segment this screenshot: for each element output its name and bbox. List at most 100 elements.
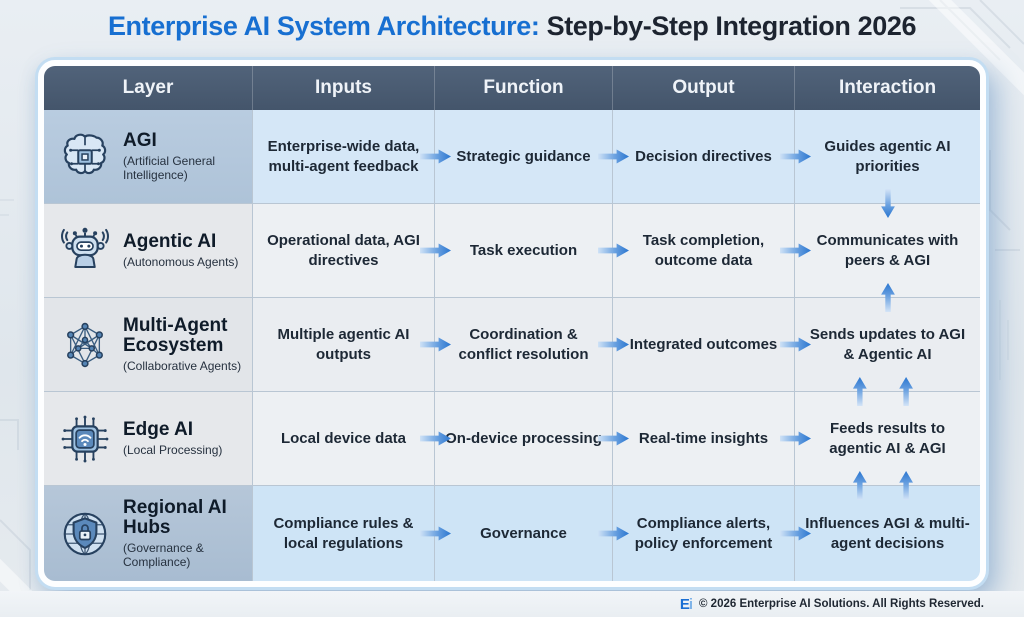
layer-subtitle: (Governance & Compliance)	[123, 540, 204, 570]
right-arrow-icon	[598, 149, 629, 165]
up-arrow-icon	[899, 377, 914, 406]
right-arrow-icon	[598, 526, 629, 542]
right-arrow-icon	[598, 243, 629, 259]
layer-subtitle: (Autonomous Agents)	[123, 254, 239, 269]
output-text: Real-time insights	[638, 429, 769, 447]
layer-label-group: AGI (Artificial General Intelligence)	[123, 131, 242, 182]
layer-subtitle: (Artificial General Intelligence)	[123, 153, 216, 182]
logo-letter-i: i	[688, 595, 693, 613]
up-arrow-icon	[852, 471, 867, 500]
layer-name: Edge AI	[123, 419, 194, 441]
inputs-text: Enterprise-wide data, multi-agent feedba…	[267, 138, 420, 175]
function-cell: Task execution	[435, 204, 613, 298]
function-text: Coordination & conflict resolution	[458, 326, 589, 363]
right-arrow-icon	[780, 149, 811, 165]
function-cell: On-device processing	[435, 392, 613, 486]
right-arrow-icon	[598, 431, 629, 447]
copyright-text: © 2026 Enterprise AI Solutions. All Righ…	[699, 598, 984, 610]
page-title: Enterprise AI System Architecture: Step-…	[0, 11, 1024, 42]
layer-cell-regional-hubs: Regional AI Hubs (Governance & Complianc…	[44, 486, 253, 581]
output-cell: Integrated outcomes	[613, 298, 795, 392]
function-cell: Strategic guidance	[435, 110, 613, 204]
output-cell: Task completion, outcome data	[613, 204, 795, 298]
interaction-cell: Guides agentic AI priorities	[795, 110, 980, 204]
layer-subtitle: (Local Processing)	[123, 442, 223, 457]
down-arrow-icon	[881, 189, 896, 218]
network-nodes-icon	[57, 317, 113, 373]
layer-label-group: Edge AI (Local Processing)	[123, 420, 222, 457]
layer-name: AGI	[123, 130, 157, 152]
inputs-cell: Multiple agentic AI outputs	[253, 298, 435, 392]
inputs-cell: Enterprise-wide data, multi-agent feedba…	[253, 110, 435, 204]
inputs-cell: Compliance rules & local regulations	[253, 486, 435, 581]
right-arrow-icon	[420, 149, 451, 165]
inputs-cell: Operational data, AGI directives	[253, 204, 435, 298]
right-arrow-icon	[780, 337, 811, 353]
right-arrow-icon	[780, 526, 811, 542]
interaction-text: Communicates with peers & AGI	[816, 232, 959, 269]
right-arrow-icon	[420, 526, 451, 542]
interaction-cell: Sends updates to AGI & Agentic AI	[795, 298, 980, 392]
globe-shield-lock-icon	[57, 506, 113, 562]
column-header-inputs: Inputs	[253, 66, 435, 110]
interaction-cell: Influences AGI & multi-agent decisions	[795, 486, 980, 581]
function-cell: Coordination & conflict resolution	[435, 298, 613, 392]
layer-name: Multi-Agent Ecosystem	[123, 314, 228, 357]
up-arrow-icon	[899, 471, 914, 500]
layer-label-group: Agentic AI (Autonomous Agents)	[123, 232, 238, 269]
layer-cell-agi: AGI (Artificial General Intelligence)	[44, 110, 253, 204]
function-text: Governance	[480, 524, 567, 542]
interaction-text: Guides agentic AI priorities	[824, 138, 951, 175]
robot-icon	[57, 223, 113, 279]
enterprise-ai-logo: Ei	[679, 595, 693, 613]
architecture-table: Layer Inputs Function Output Interaction	[44, 66, 980, 581]
output-cell: Compliance alerts, policy enforcement	[613, 486, 795, 581]
right-arrow-icon	[598, 337, 629, 353]
output-text: Compliance alerts, policy enforcement	[634, 515, 773, 552]
layer-subtitle: (Collaborative Agents)	[123, 358, 242, 373]
layer-cell-multi-agent: Multi-Agent Ecosystem (Collaborative Age…	[44, 298, 253, 392]
output-cell: Decision directives	[613, 110, 795, 204]
column-header-function: Function	[435, 66, 613, 110]
up-arrow-icon	[852, 377, 867, 406]
interaction-text: Influences AGI & multi-agent decisions	[805, 515, 970, 552]
inputs-text: Operational data, AGI directives	[267, 232, 420, 269]
output-text: Decision directives	[635, 147, 772, 165]
page-title-rest: Step-by-Step Integration 2026	[539, 11, 917, 41]
function-text: Task execution	[469, 241, 578, 259]
column-header-interaction: Interaction	[795, 66, 980, 110]
right-arrow-icon	[780, 243, 811, 259]
page-title-highlight: Enterprise AI System Architecture:	[107, 11, 540, 41]
layer-label-group: Multi-Agent Ecosystem (Collaborative Age…	[123, 314, 242, 373]
inputs-text: Compliance rules & local regulations	[273, 515, 414, 552]
brain-circuit-icon	[57, 129, 113, 185]
layer-label-group: Regional AI Hubs (Governance & Complianc…	[123, 496, 242, 570]
function-text: On-device processing	[445, 429, 602, 447]
interaction-text: Sends updates to AGI & Agentic AI	[809, 326, 966, 363]
inputs-cell: Local device data	[253, 392, 435, 486]
interaction-text: Feeds results to agentic AI & AGI	[829, 420, 946, 457]
right-arrow-icon	[420, 243, 451, 259]
architecture-table-frame: Layer Inputs Function Output Interaction	[38, 60, 986, 587]
function-text: Strategic guidance	[456, 147, 591, 165]
right-arrow-icon	[780, 431, 811, 447]
logo-letter-e: E	[679, 595, 690, 613]
footer-bar: Ei © 2026 Enterprise AI Solutions. All R…	[0, 591, 1024, 617]
interaction-cell: Communicates with peers & AGI	[795, 204, 980, 298]
interaction-cell: Feeds results to agentic AI & AGI	[795, 392, 980, 486]
layer-cell-edge-ai: Edge AI (Local Processing)	[44, 392, 253, 486]
output-text: Task completion, outcome data	[642, 232, 765, 269]
right-arrow-icon	[420, 431, 451, 447]
chip-wifi-icon	[57, 411, 113, 467]
layer-name: Agentic AI	[123, 231, 217, 253]
layer-name: Regional AI Hubs	[123, 496, 227, 539]
layer-cell-agentic-ai: Agentic AI (Autonomous Agents)	[44, 204, 253, 298]
output-cell: Real-time insights	[613, 392, 795, 486]
up-arrow-icon	[881, 283, 896, 312]
column-header-output: Output	[613, 66, 795, 110]
right-arrow-icon	[420, 337, 451, 353]
column-header-layer: Layer	[44, 66, 253, 110]
inputs-text: Multiple agentic AI outputs	[277, 326, 410, 363]
inputs-text: Local device data	[280, 429, 407, 447]
output-text: Integrated outcomes	[629, 335, 778, 353]
